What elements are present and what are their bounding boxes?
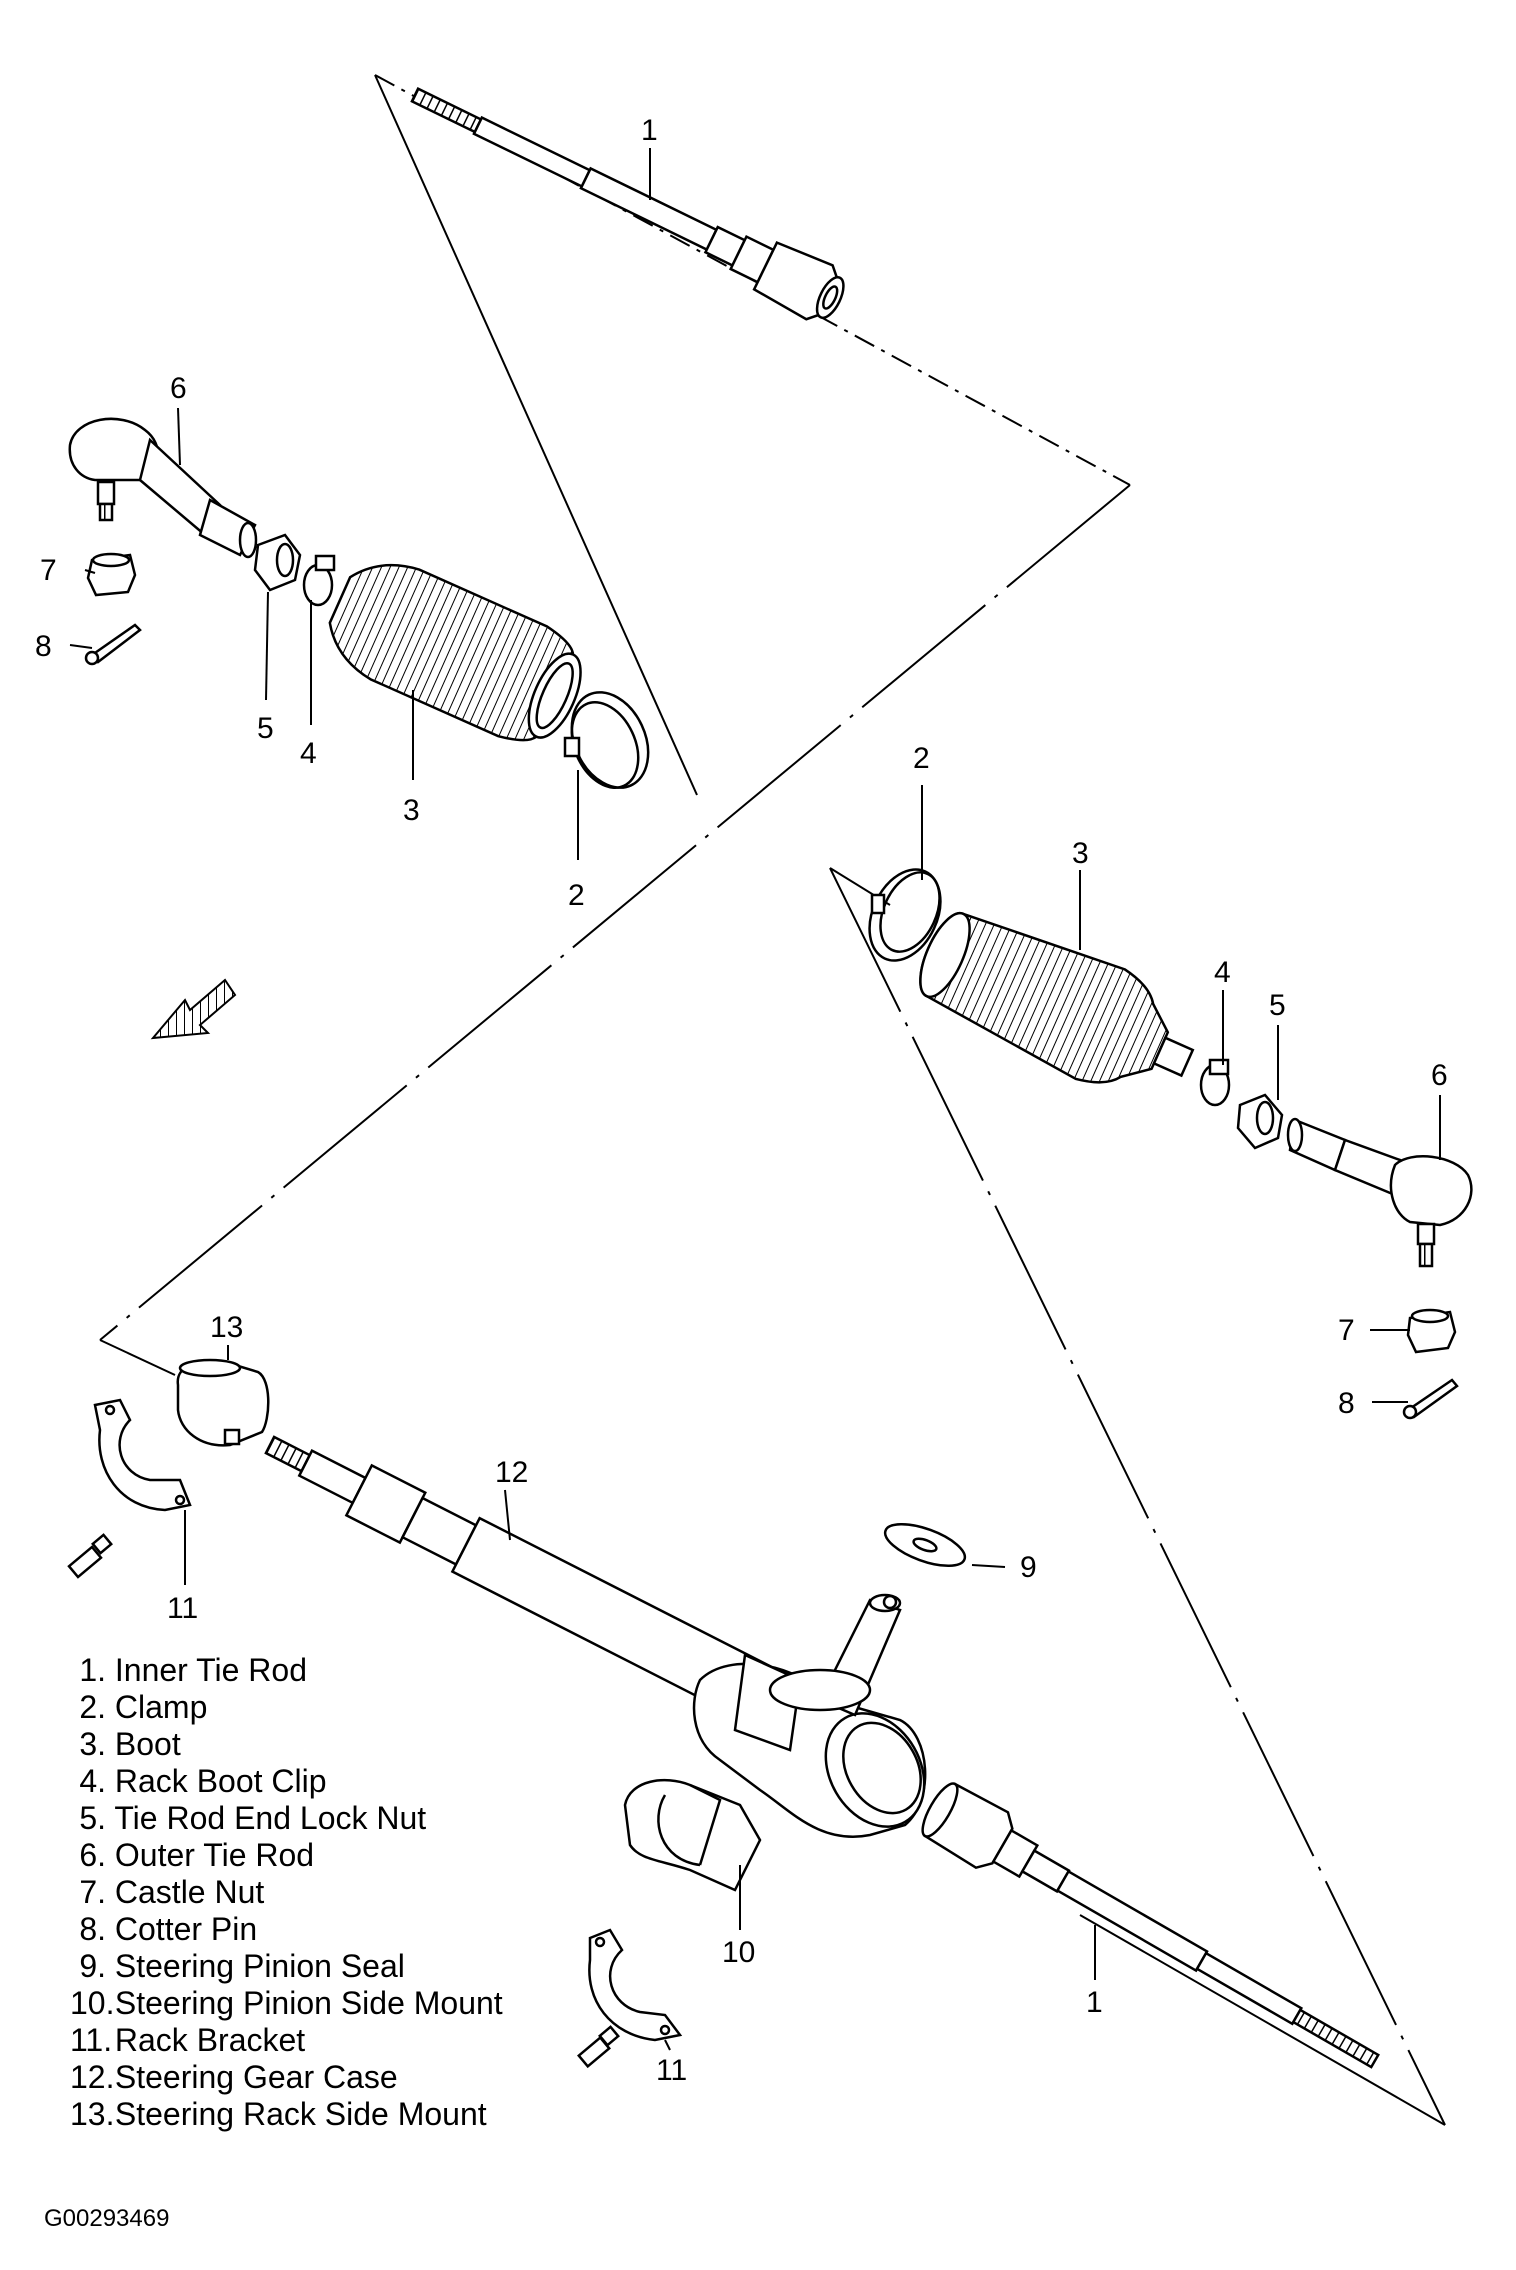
callout-4-right: 4	[1214, 956, 1231, 989]
outer-tie-rod-right	[1286, 1117, 1473, 1268]
legend-item: 6. Outer Tie Rod	[79, 1837, 315, 1873]
legend-item: 1. Inner Tie Rod	[79, 1652, 307, 1688]
legend-item: 2. Clamp	[79, 1689, 208, 1725]
callout-8-left: 8	[35, 630, 52, 663]
rack-bracket-bottom	[577, 1928, 683, 2069]
callout-5-right: 5	[1269, 989, 1286, 1022]
rack-boot-clip-right	[1199, 1058, 1231, 1107]
legend-item: 7. Castle Nut	[79, 1874, 265, 1910]
steering-gear-case	[264, 1435, 927, 1838]
boot-right	[919, 911, 1195, 1084]
lock-nut-left	[253, 533, 302, 592]
legend-item: 11. Rack Bracket	[70, 2022, 306, 2058]
callout-11-bottom: 11	[656, 2054, 687, 2087]
callout-10: 10	[722, 1936, 755, 1969]
rack-boot-clip-left	[302, 554, 336, 607]
callout-7-right: 7	[1338, 1314, 1355, 1347]
steering-pinion-seal	[883, 1522, 967, 1568]
callout-12: 12	[495, 1456, 528, 1489]
callout-13: 13	[210, 1311, 243, 1344]
callout-11-left: 11	[167, 1592, 198, 1625]
callout-8-right: 8	[1338, 1387, 1355, 1420]
callout-1-bottom: 1	[1086, 1986, 1103, 2019]
castle-nut-left	[86, 552, 137, 597]
legend-item: 9. Steering Pinion Seal	[79, 1948, 405, 1984]
inner-tie-rod-top	[410, 87, 845, 321]
legend-item: 3. Boot	[79, 1726, 181, 1762]
callout-4-left: 4	[300, 737, 317, 770]
callout-6-right: 6	[1431, 1059, 1448, 1092]
parts-legend: 1. Inner Tie Rod 2. Clamp 3. Boot 4. Rac…	[70, 1652, 503, 2133]
callout-labels: 1 6 7 8 5 4 3 2 2 3 4 5 6 7 8 13 12 9 11…	[35, 114, 1448, 2087]
castle-nut-right	[1406, 1308, 1457, 1354]
callout-5-left: 5	[257, 712, 274, 745]
steering-rack-side-mount	[176, 1358, 270, 1447]
callout-3-left: 3	[403, 794, 420, 827]
inner-tie-rod-bottom	[921, 1782, 1380, 2069]
callout-1-top: 1	[641, 114, 658, 147]
legend-item: 8. Cotter Pin	[79, 1911, 258, 1947]
callout-6-left: 6	[170, 372, 187, 405]
clamp-right	[868, 868, 942, 962]
callout-7-left: 7	[40, 554, 57, 587]
outer-tie-rod-left	[68, 417, 258, 559]
rack-bracket-left	[67, 1398, 192, 1579]
leader-lines	[69, 148, 1441, 2051]
legend-item: 10. Steering Pinion Side Mount	[70, 1985, 503, 2021]
clamp-left	[563, 691, 650, 789]
steering-pinion-side-mount	[623, 1778, 762, 1892]
lock-nut-right	[1236, 1093, 1284, 1150]
legend-item: 13. Steering Rack Side Mount	[70, 2096, 487, 2132]
front-direction-arrow-icon	[150, 978, 237, 1040]
callout-9: 9	[1020, 1551, 1037, 1584]
callout-3-right: 3	[1072, 837, 1089, 870]
cotter-pin-right	[1402, 1378, 1459, 1420]
cotter-pin-left	[84, 623, 142, 666]
callout-2-left: 2	[568, 879, 585, 912]
callout-2-right: 2	[913, 742, 930, 775]
legend-item: 12. Steering Gear Case	[70, 2059, 398, 2095]
legend-item: 5. Tie Rod End Lock Nut	[79, 1800, 427, 1836]
figure-code: G00293469	[44, 2205, 170, 2232]
assembly-guide-lines	[99, 74, 1446, 2126]
boot-left	[328, 563, 582, 742]
legend-item: 4. Rack Boot Clip	[79, 1763, 327, 1799]
